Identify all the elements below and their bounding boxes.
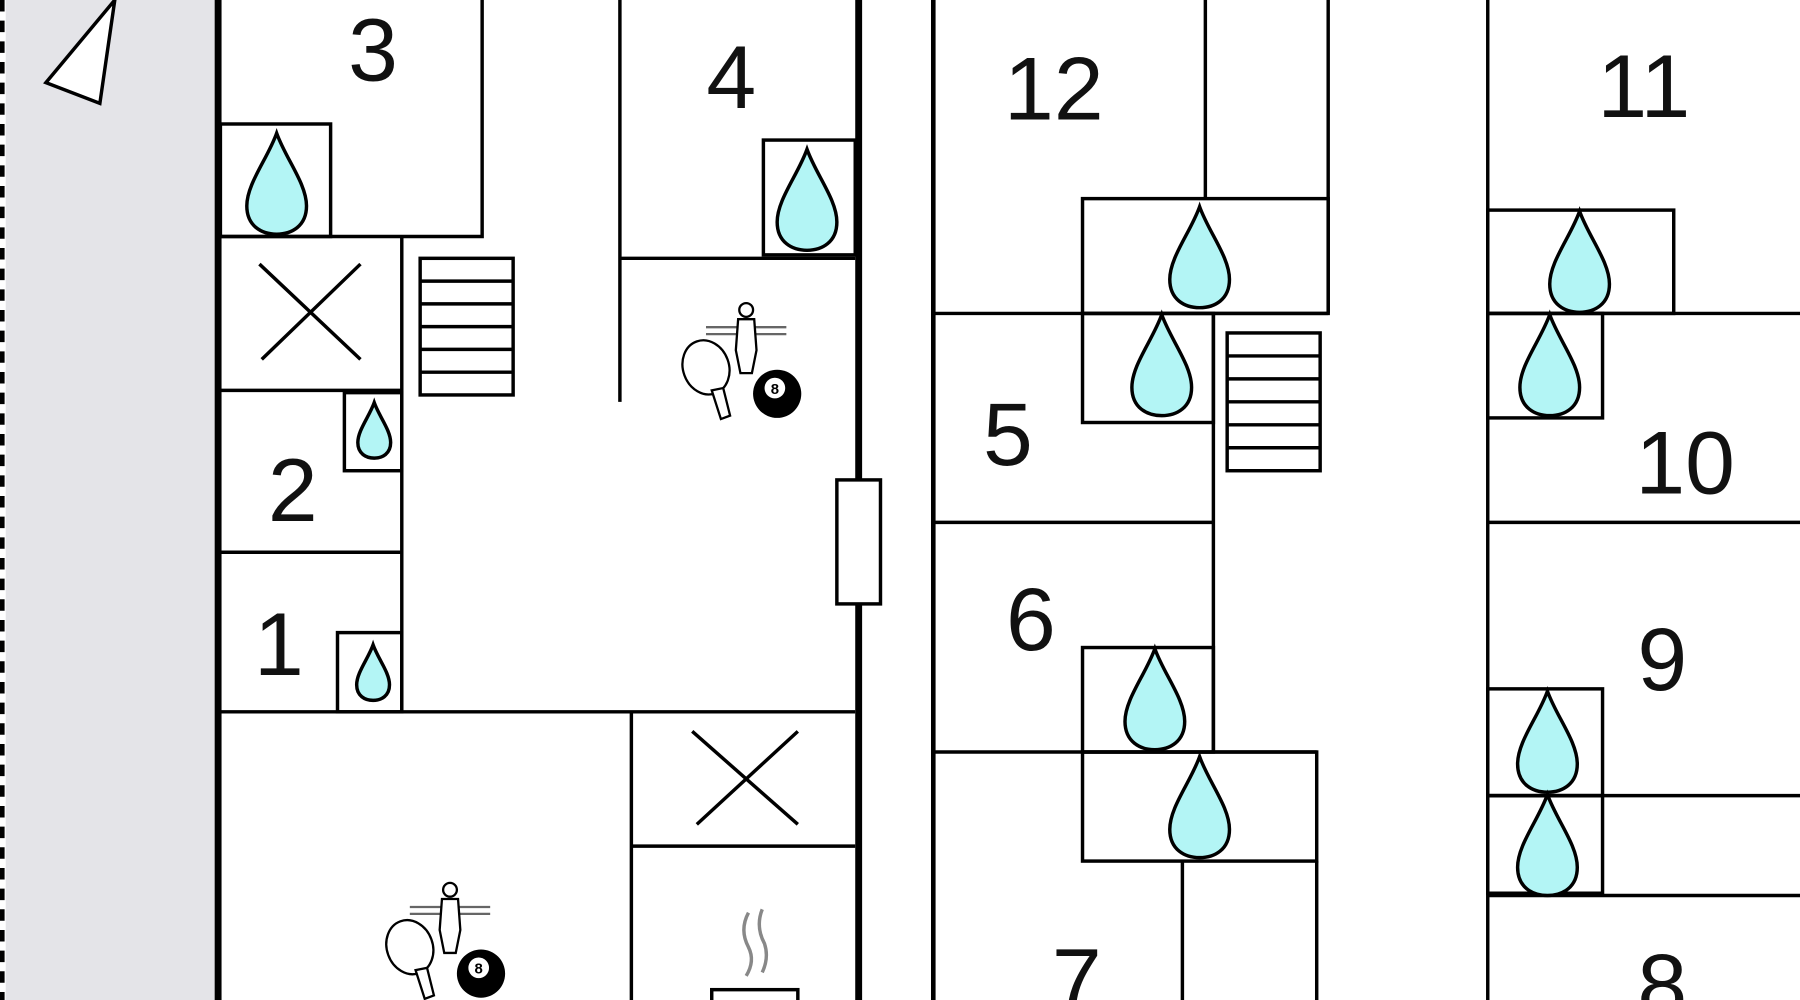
water-drop-icon — [1168, 751, 1232, 860]
billiard-ball-number: 8 — [771, 381, 779, 398]
left-block-walls — [218, 0, 883, 1000]
water-drop-icon — [1518, 309, 1582, 418]
room-label-12: 12 — [1004, 38, 1104, 138]
water-drop-icon — [775, 144, 839, 253]
window — [835, 478, 883, 606]
stairs-icon — [418, 256, 515, 397]
room-label-7: 7 — [1052, 929, 1102, 1000]
water-drop-icon — [245, 128, 309, 236]
room-label-11: 11 — [1597, 36, 1690, 136]
room-label-1: 1 — [254, 594, 304, 694]
water-drop-icon — [1548, 206, 1612, 315]
stairs-icon — [1225, 331, 1322, 473]
room-label-10: 10 — [1635, 413, 1735, 513]
billiard-ball-number: 8 — [475, 961, 483, 978]
water-drop-icon — [1168, 201, 1232, 310]
games-room-icon: 8 — [385, 881, 506, 1000]
room-label-5: 5 — [983, 384, 1033, 484]
room-label-8: 8 — [1637, 935, 1687, 1000]
room-label-2: 2 — [268, 440, 318, 540]
water-drop-icon — [356, 397, 393, 460]
cross-icon — [258, 262, 362, 361]
room-label-9: 9 — [1637, 609, 1687, 709]
right-block-walls — [1486, 208, 1800, 898]
room-label-3: 3 — [348, 0, 398, 99]
water-drop-icon — [1515, 789, 1580, 898]
compass-arrow-icon — [43, 0, 117, 106]
room-label-6: 6 — [1006, 569, 1056, 669]
water-drop-icon — [1123, 643, 1187, 752]
water-drop-icon — [354, 639, 392, 703]
middle-block-walls — [933, 0, 1330, 1000]
outside-area — [5, 0, 215, 1000]
water-drop-icon — [1130, 309, 1194, 418]
coffee-icon — [710, 908, 800, 1000]
water-drop-icon — [1515, 686, 1580, 794]
cross-icon — [691, 730, 799, 826]
games-room-icon: 8 — [681, 301, 802, 421]
room-label-4: 4 — [706, 27, 756, 127]
